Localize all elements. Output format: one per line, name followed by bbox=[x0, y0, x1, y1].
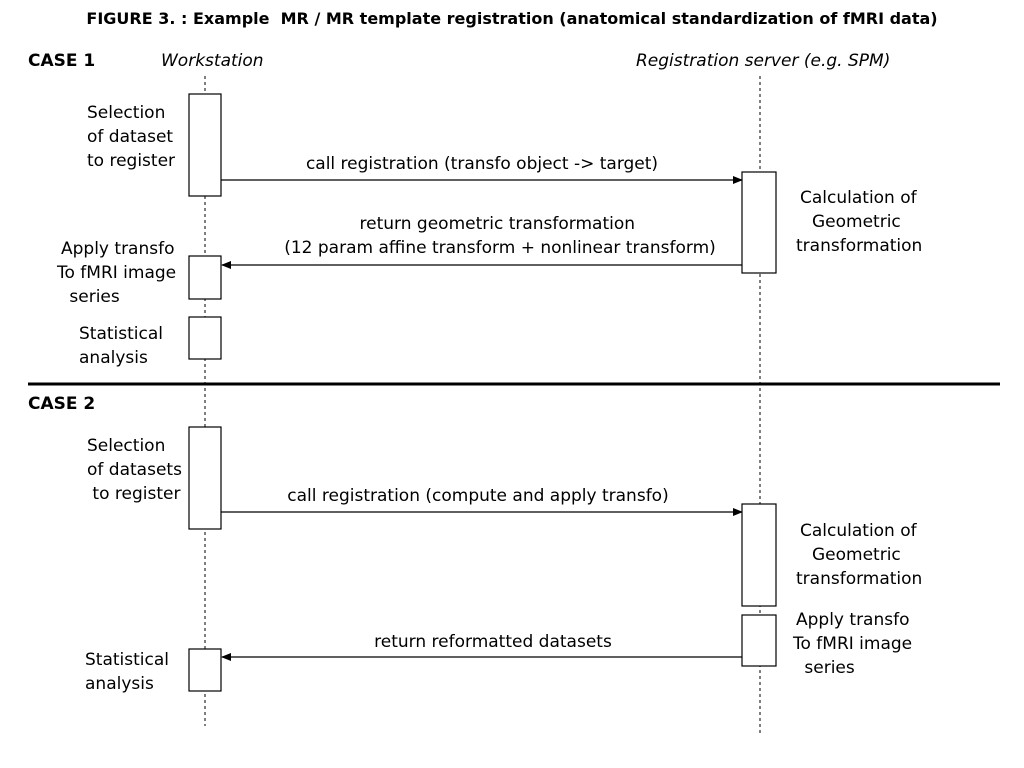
case-2-label: CASE 2 bbox=[28, 394, 95, 414]
case2-calculation-label: Calculation of Geometric transformation bbox=[796, 521, 922, 589]
case2-stats-label: Statistical analysis bbox=[85, 650, 174, 694]
workstation-header: Workstation bbox=[161, 51, 264, 71]
case-1-label: CASE 1 bbox=[28, 51, 95, 71]
case2-selection-label: Selection of datasets to register bbox=[87, 436, 187, 504]
case2-calculation-activation bbox=[741, 503, 777, 607]
case1-return-label: return geometric transformation (12 para… bbox=[284, 214, 716, 258]
case2-stats-activation bbox=[188, 648, 222, 692]
server-header: Registration server (e.g. SPM) bbox=[636, 51, 890, 71]
case1-calculation-activation bbox=[741, 171, 777, 274]
case1-selection-label: Selection of dataset to register bbox=[87, 103, 178, 171]
case2-selection-activation bbox=[188, 426, 222, 530]
case2-apply-activation bbox=[741, 614, 777, 667]
case2-apply-label: Apply transfo To fMRI image series bbox=[792, 610, 918, 678]
case1-stats-activation bbox=[188, 316, 222, 360]
case1-apply-activation bbox=[188, 255, 222, 300]
case1-apply-label: Apply transfo To fMRI image series bbox=[56, 239, 182, 307]
case2-return-label: return reformatted datasets bbox=[374, 632, 612, 652]
figure-title: FIGURE 3. : Example MR / MR template reg… bbox=[86, 9, 937, 28]
case1-call-label: call registration (transfo object -> tar… bbox=[306, 154, 658, 174]
case1-stats-label: Statistical analysis bbox=[79, 324, 168, 368]
case2-call-label: call registration (compute and apply tra… bbox=[287, 486, 668, 506]
case1-calculation-label: Calculation of Geometric transformation bbox=[796, 188, 922, 256]
case1-selection-activation bbox=[188, 93, 222, 197]
